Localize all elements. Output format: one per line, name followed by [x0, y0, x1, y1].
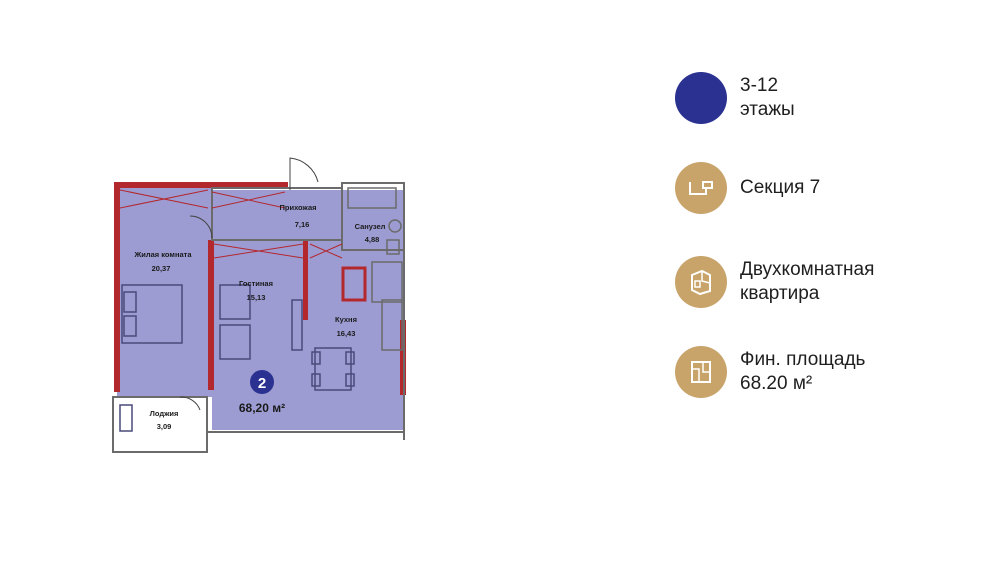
section-icon — [675, 162, 727, 214]
room-name-living: Жилая комната — [133, 250, 192, 259]
room-labels: Прихожая 7,16 Санузел 4,88 Жилая комната… — [133, 203, 385, 431]
bath-sink — [388, 219, 402, 233]
info-area: Фин. площадь 68.20 м² — [675, 346, 865, 398]
info-floors: 3-12 этажы — [675, 72, 795, 124]
armchair-2 — [219, 324, 251, 360]
wall-left — [114, 182, 120, 392]
floors-label: этажы — [740, 99, 795, 120]
floors-range: 3-12 — [740, 75, 779, 96]
chair-b — [345, 351, 355, 365]
room-name-guest: Гостиная — [239, 279, 273, 288]
loggia-area — [113, 397, 207, 452]
entry-door-icon — [289, 157, 319, 190]
rooms-icon — [675, 256, 727, 308]
room-fills — [113, 185, 404, 452]
room-area-loggia: 3,09 — [157, 422, 172, 431]
wall-bath-box — [341, 266, 367, 302]
room-name-kitchen: Кухня — [335, 315, 357, 324]
bed-pillow-2 — [123, 315, 137, 337]
living-room-area — [117, 185, 212, 397]
chair-c — [311, 373, 321, 387]
loggia-shelf — [119, 404, 133, 432]
area-icon — [675, 346, 727, 398]
gray-walls — [112, 182, 405, 453]
chair-d — [345, 373, 355, 387]
room-area-bath: 4,88 — [365, 235, 380, 244]
kitchen-counter — [371, 261, 403, 303]
circle-dot-icon — [675, 72, 727, 124]
outline-bath — [341, 182, 405, 251]
dining-table — [314, 347, 352, 391]
furniture — [119, 284, 355, 432]
apartment-total-area: 68,20 м² — [239, 401, 285, 415]
bed-pillow — [123, 291, 137, 313]
wall-top-left — [114, 182, 288, 188]
guest-room-area — [212, 240, 307, 430]
hall-area — [212, 190, 342, 240]
info-type: Двухкомнатная квартира — [675, 256, 874, 308]
wall-mid — [303, 240, 308, 320]
wall-mid-left — [208, 240, 214, 390]
toilet — [386, 239, 400, 255]
room-area-living: 20,37 — [152, 264, 171, 273]
room-area-kitchen: 16,43 — [337, 329, 356, 338]
window-hatches — [119, 189, 343, 259]
tv-stand — [291, 299, 303, 351]
info-section: Секция 7 — [675, 162, 820, 214]
room-name-hall: Прихожая — [279, 203, 316, 212]
room-name-bath: Санузел — [355, 222, 386, 231]
bed — [121, 284, 183, 344]
room-name-loggia: Лоджия — [150, 409, 179, 418]
apartment-number: 2 — [258, 375, 266, 392]
section-label: Секция 7 — [740, 177, 821, 198]
loggia-door-icon — [179, 396, 201, 411]
apartment-type-line2: квартира — [740, 283, 820, 304]
bathtub — [347, 187, 397, 209]
area-label: Фин. площадь — [740, 349, 866, 370]
room-area-hall: 7,16 — [295, 220, 310, 229]
apartment-number-badge — [250, 370, 274, 394]
area-value: 68.20 м² — [740, 373, 813, 394]
room-area-guest: 15,13 — [247, 293, 266, 302]
armchair-1 — [219, 284, 251, 320]
kitchen-stove — [381, 299, 403, 351]
floor-plan: Прихожая 7,16 Санузел 4,88 Жилая комната… — [112, 157, 406, 453]
loggia-outline — [112, 396, 208, 453]
chair-a — [311, 351, 321, 365]
kitchen-area — [307, 240, 404, 430]
room-door-icon — [189, 215, 213, 239]
apartment-type-line1: Двухкомнатная — [740, 259, 875, 280]
doors — [179, 157, 319, 411]
